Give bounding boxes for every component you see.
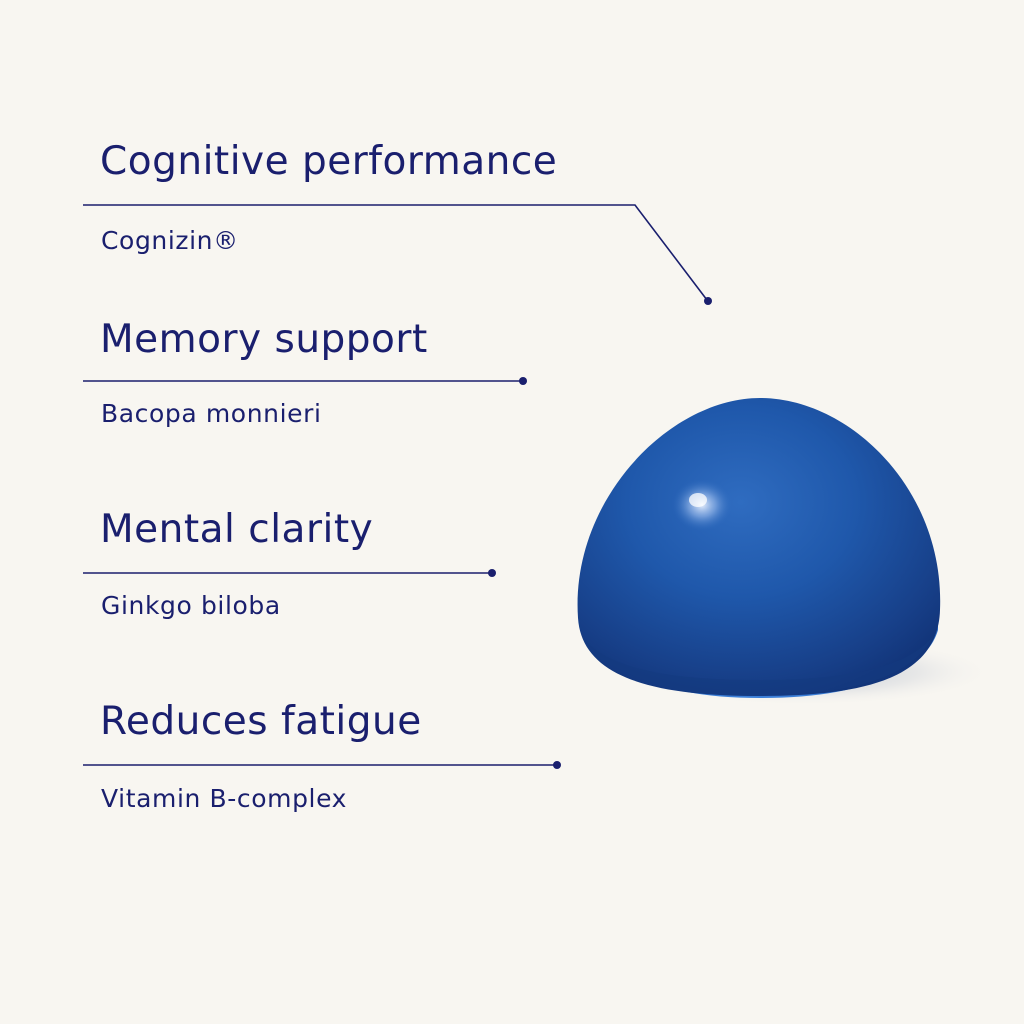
leader-dot-mental-clarity xyxy=(488,569,496,577)
callout-heading-reduces-fatigue: Reduces fatigue xyxy=(100,699,422,744)
gummy-body xyxy=(577,398,941,696)
callout-heading-memory-support: Memory support xyxy=(100,317,428,362)
leader-dot-cognitive-performance xyxy=(704,297,712,305)
callout-ingredient-vitamin-b: Vitamin B-complex xyxy=(101,784,348,813)
callout-heading-mental-clarity: Mental clarity xyxy=(100,507,374,552)
leader-dot-reduces-fatigue xyxy=(553,761,561,769)
leader-line-cognitive-performance xyxy=(83,204,708,301)
blue-gummy-dome-icon xyxy=(577,398,995,706)
callout-ingredient-bacopa: Bacopa monnieri xyxy=(101,399,322,428)
callout-ingredient-cognizin: Cognizin® xyxy=(101,226,239,255)
callout-ingredient-ginkgo: Ginkgo biloba xyxy=(101,591,281,620)
leader-dot-memory-support xyxy=(519,377,527,385)
callout-heading-cognitive-performance: Cognitive performance xyxy=(100,139,558,184)
